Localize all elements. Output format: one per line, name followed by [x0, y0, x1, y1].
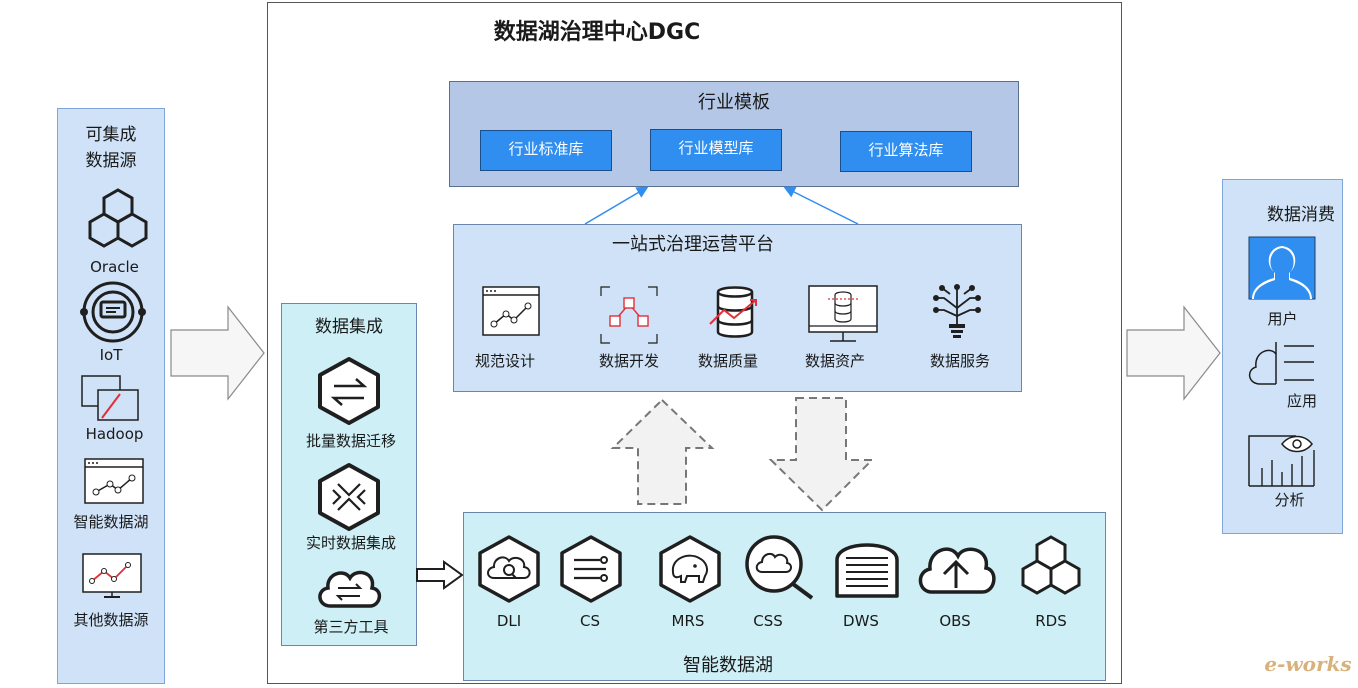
flow-tree-icon: [600, 286, 658, 344]
hexagon-cluster-icon: [88, 188, 148, 248]
css-search-icon: [745, 535, 814, 600]
integration-label-thirdparty: 第三方工具: [313, 618, 389, 636]
analysis-icon: [1248, 435, 1315, 487]
source-label-smart-lake: 智能数据湖: [73, 513, 149, 531]
lake-label-cs: CS: [580, 612, 600, 630]
platform-label-design: 规范设计: [474, 352, 535, 370]
main-title: 数据湖治理中心DGC: [493, 20, 701, 45]
sources-title-line1: 可集成: [85, 125, 137, 145]
database-quality-icon: [709, 286, 757, 338]
cs-icon: [560, 535, 622, 603]
lake-label-rds: RDS: [1035, 612, 1067, 630]
platform-title: 一站式治理运营平台: [612, 234, 774, 255]
realtime-hexagon-icon: [318, 463, 380, 531]
consumer-label-app: 应用: [1286, 392, 1317, 410]
integration-label-realtime: 实时数据集成: [305, 534, 396, 552]
platform-label-service: 数据服务: [929, 352, 990, 370]
monitor-chart-icon: [82, 553, 142, 598]
consumer-label-analysis: 分析: [1274, 491, 1305, 509]
dws-icon: [835, 543, 899, 598]
lake-title: 智能数据湖: [683, 655, 773, 676]
sources-title-line2: 数据源: [85, 151, 137, 171]
source-label-other: 其他数据源: [73, 611, 149, 629]
eworks-watermark: e-works: [1264, 652, 1352, 676]
arrow-integration-to-lake: [416, 560, 464, 590]
template-title: 行业模板: [698, 92, 770, 113]
arrow-right-right: [1126, 305, 1221, 401]
integration-title: 数据集成: [315, 317, 383, 337]
lake-label-dws: DWS: [843, 612, 879, 630]
consumers-title: 数据消费: [1267, 205, 1335, 225]
lake-label-dli: DLI: [496, 612, 522, 630]
industry-model-button[interactable]: 行业模型库: [650, 129, 782, 171]
design-window-icon: [482, 286, 540, 336]
dashed-arrow-down: [768, 397, 875, 512]
user-icon: [1248, 236, 1316, 300]
industry-standard-button[interactable]: 行业标准库: [480, 130, 612, 171]
asset-monitor-icon: [808, 285, 878, 342]
lake-label-obs: OBS: [939, 612, 971, 630]
line-chart-window-icon: [84, 458, 144, 504]
consumer-label-user: 用户: [1267, 310, 1298, 328]
iot-icon: [80, 281, 146, 343]
platform-label-assets: 数据资产: [804, 352, 865, 370]
source-label-hadoop: Hadoop: [85, 425, 144, 443]
platform-label-quality: 数据质量: [697, 352, 758, 370]
lake-label-mrs: MRS: [671, 612, 705, 630]
service-tree-icon: [933, 284, 981, 338]
source-label-iot: IoT: [99, 346, 123, 364]
rds-icon: [1021, 535, 1081, 595]
app-cloud-icon: [1248, 342, 1314, 385]
obs-cloud-icon: [918, 547, 996, 594]
integration-label-batch: 批量数据迁移: [305, 432, 396, 450]
dashed-arrow-up: [610, 398, 715, 505]
dli-icon: [478, 535, 540, 603]
source-label-oracle: Oracle: [90, 258, 139, 276]
arrow-right-left: [170, 305, 265, 401]
hadoop-icon: [81, 375, 139, 421]
platform-label-dev: 数据开发: [598, 352, 659, 370]
lake-label-css: CSS: [753, 612, 783, 630]
swap-hexagon-icon: [318, 357, 380, 425]
cloud-tool-icon: [318, 570, 382, 608]
mrs-icon: [659, 535, 721, 603]
industry-algorithm-button[interactable]: 行业算法库: [840, 131, 972, 172]
